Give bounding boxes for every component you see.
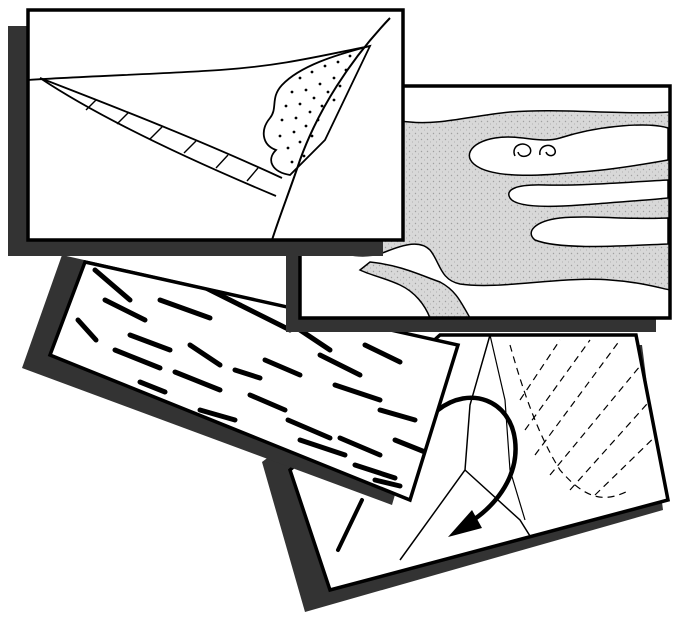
panel-top-left-frame	[28, 10, 403, 240]
upper-surface-line	[28, 45, 371, 81]
swirl-white-lens	[468, 124, 669, 177]
swirl-curl-2	[539, 144, 557, 157]
panel-top-left-border	[26, 8, 405, 242]
stray-dash	[336, 498, 364, 552]
swirl-curl-1	[513, 143, 532, 158]
rotation-arrow-curve	[435, 395, 518, 525]
fold-inner-line	[489, 335, 526, 521]
panel-top-left	[8, 8, 405, 256]
sand-fill	[262, 44, 372, 176]
middle-white-band	[508, 179, 669, 208]
dashed-parallel-lines	[519, 339, 663, 496]
fold-axis-line	[399, 335, 491, 561]
wedge-ticks	[85, 99, 259, 182]
fold-drawing	[336, 335, 663, 561]
dash-fabric	[75, 262, 428, 489]
wedge-upper-edge	[39, 77, 283, 179]
rotation-arrow-head	[448, 510, 482, 537]
lower-white-band	[530, 216, 669, 248]
dashed-hinge-curve	[509, 344, 631, 498]
wedge-drawing	[28, 17, 391, 240]
grey-tongue	[358, 261, 471, 318]
wedge-lower-edge	[39, 77, 277, 197]
sand-dots	[278, 54, 352, 164]
curved-boundary	[271, 17, 391, 240]
